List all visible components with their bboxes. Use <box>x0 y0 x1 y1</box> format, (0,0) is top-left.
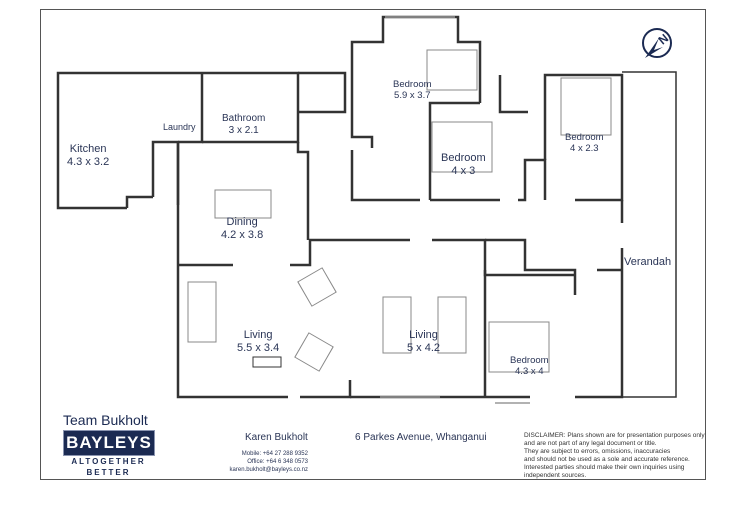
room-dims: 5 x 4.2 <box>407 341 441 354</box>
room-dims: 3 x 2.1 <box>228 124 259 136</box>
room-label-bedroom-4: Bedroom 4.3 x 4 <box>510 355 549 378</box>
room-name: Living <box>409 329 438 341</box>
room-name: Bedroom <box>393 79 432 90</box>
windows <box>380 16 530 404</box>
svg-text:N: N <box>656 31 672 47</box>
room-label-laundry: Laundry <box>163 122 196 132</box>
mobile-number: Mobile: +64 27 288 9352 <box>241 451 308 457</box>
room-label-kitchen: Kitchen 4.3 x 3.2 <box>67 143 109 168</box>
room-name: Dining <box>226 216 258 228</box>
room-dims: 5.9 x 3.7 <box>394 89 431 101</box>
room-label-dining: Dining 4.2 x 3.8 <box>221 216 263 241</box>
bayleys-logo: BAYLEYS <box>63 430 155 456</box>
room-name: Laundry <box>163 122 196 132</box>
agent-name: Karen Bukholt <box>245 432 308 443</box>
room-name: Bedroom <box>441 152 486 164</box>
room-name: Kitchen <box>69 143 107 155</box>
disclaimer-line: and are not part of any legal document o… <box>524 440 657 447</box>
disclaimer-line: DISCLAIMER: Plans shown are for presenta… <box>524 432 705 439</box>
room-name: Bedroom <box>510 355 549 366</box>
room-label-verandah: Verandah <box>624 256 671 269</box>
disclaimer-line: Interested parties should make their own… <box>524 464 685 471</box>
walls <box>56 15 677 399</box>
email-address: karen.bukholt@bayleys.co.nz <box>229 467 308 473</box>
room-dims: 4.3 x 3.2 <box>67 155 110 168</box>
room-name: Verandah <box>624 256 672 268</box>
disclaimer-line: and should not be used as a sole and acc… <box>524 456 690 463</box>
office-number: Office: +64 6 348 0573 <box>247 459 308 465</box>
north-compass-icon: N <box>642 28 672 58</box>
room-name: Bedroom <box>565 132 604 143</box>
disclaimer-line: independent sources. <box>524 472 587 479</box>
room-label-bedroom-2: Bedroom 4 x 3 <box>441 152 486 177</box>
furniture <box>187 49 612 373</box>
room-label-bathroom: Bathroom 3 x 2.1 <box>222 113 265 136</box>
room-dims: 4.3 x 4 <box>515 365 544 377</box>
room-dims: 4 x 3 <box>451 164 476 177</box>
room-dims: 4.2 x 3.8 <box>221 228 264 241</box>
property-address: 6 Parkes Avenue, Whanganui <box>355 432 487 443</box>
disclaimer-line: They are subject to errors, omissions, i… <box>524 448 671 455</box>
room-name: Bathroom <box>222 113 266 124</box>
disclaimer: DISCLAIMER: Plans shown are for presenta… <box>524 432 709 480</box>
room-name: Living <box>243 329 273 341</box>
tagline: ALTOGETHER BETTER <box>63 456 154 478</box>
tagline-line-1: ALTOGETHER <box>71 457 146 466</box>
tagline-line-2: BETTER <box>86 468 131 477</box>
room-dims: 5.5 x 3.4 <box>237 341 280 354</box>
room-label-bedroom-3: Bedroom 4 x 2.3 <box>565 132 604 155</box>
room-dims: 4 x 2.3 <box>570 142 599 154</box>
room-label-bedroom-1: Bedroom 5.9 x 3.7 <box>393 79 432 102</box>
team-name: Team Bukholt <box>63 412 148 428</box>
agent-contact: Mobile: +64 27 288 9352 Office: +64 6 34… <box>216 450 308 474</box>
room-label-living-2: Living 5 x 4.2 <box>407 329 440 354</box>
room-label-living-1: Living 5.5 x 3.4 <box>237 329 279 354</box>
